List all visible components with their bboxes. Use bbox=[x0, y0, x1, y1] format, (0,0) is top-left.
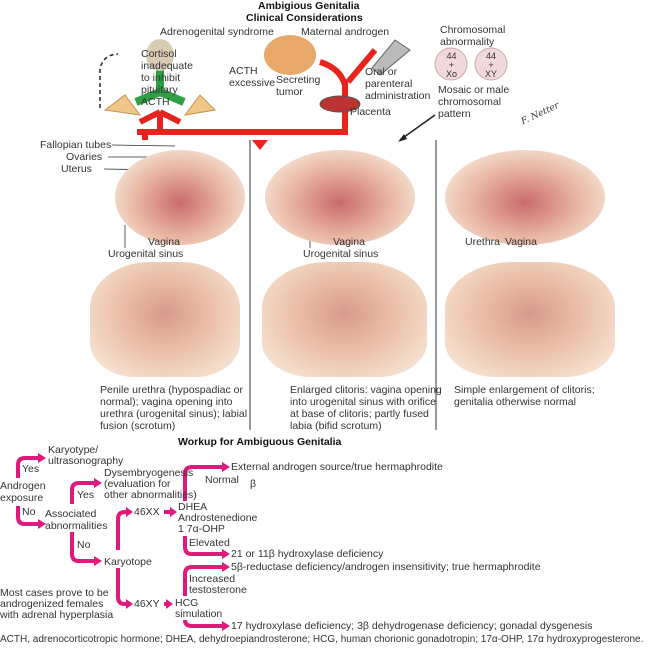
urogenital-sinus-label-2: Urogenital sinus bbox=[303, 248, 379, 260]
karyotype-xy: 44 + XY bbox=[485, 51, 498, 79]
hydroxylase-17-result: 17 hydroxylase deficiency; 3β dehydrogen… bbox=[231, 620, 593, 632]
elevated-label: Elevated bbox=[189, 537, 230, 549]
caption-2: Enlarged clitoris: vagina opening into u… bbox=[290, 384, 442, 432]
dhea-tests: DHEA Androstenedione 1 7α-OHP bbox=[178, 501, 258, 535]
title-line2: Clinical Considerations bbox=[246, 12, 363, 24]
mosaic-label: Mosaic or male chromosomal pattern bbox=[438, 84, 510, 120]
normal-label: Normal bbox=[205, 474, 239, 486]
genitalia-illustration-2 bbox=[262, 262, 427, 377]
ovaries-label: Ovaries bbox=[66, 151, 103, 163]
46xx: 46XX bbox=[134, 506, 160, 518]
androgen-exposure: Androgen exposure bbox=[0, 480, 46, 504]
adrenogenital-label: Adrenogenital syndrome bbox=[160, 26, 274, 38]
anatomy-illustration-2 bbox=[265, 150, 415, 245]
hcg-stimulation: HCG simulation bbox=[175, 597, 223, 620]
abbreviations-footnote: ACTH, adrenocorticotropic hormone; DHEA,… bbox=[0, 634, 644, 645]
increased-testosterone-label: Increased testosterone bbox=[189, 573, 247, 596]
acth-label: ACTH excessive bbox=[229, 65, 276, 89]
46xy: 46XY bbox=[134, 598, 160, 610]
cortisol-label: Cortisol inadequate to inhibit pituitary… bbox=[141, 48, 193, 108]
vagina-label-2: Vagina bbox=[333, 236, 365, 248]
genitalia-illustration-3 bbox=[445, 262, 615, 377]
yes-label-2: Yes bbox=[77, 489, 95, 501]
urogenital-sinus-label-1: Urogenital sinus bbox=[108, 248, 184, 260]
caption-1: Penile urethra (hypospadiac or normal); … bbox=[100, 384, 248, 432]
maternal-androgen-label: Maternal androgen bbox=[301, 26, 390, 38]
karyotype-xo: 44 + Xo bbox=[446, 51, 458, 79]
dysembryogenesis: Dysembryogenesis (evaluation for other a… bbox=[104, 467, 197, 501]
oral-label: Oral or parenteral administration bbox=[365, 66, 431, 102]
no-label-1: No bbox=[22, 506, 36, 518]
karyotype-ultrasonography: Karyotype/ ultrasonography bbox=[48, 444, 124, 467]
workup-title: Workup for Ambiguous Genitalia bbox=[178, 436, 342, 448]
vagina-label-3: Vagina bbox=[505, 236, 537, 248]
urethra-label: Urethra bbox=[465, 236, 501, 248]
genitalia-illustration-1 bbox=[90, 262, 240, 377]
uterus-label: Uterus bbox=[61, 163, 92, 175]
caption-3: Simple enlargement of clitoris; genitali… bbox=[454, 384, 595, 408]
most-cases-note: Most cases prove to be androgenized fema… bbox=[0, 587, 114, 621]
beta-symbol: β bbox=[250, 478, 257, 490]
reductase-result: 5β-reductase deficiency/androgen insensi… bbox=[231, 561, 541, 573]
placenta-label: Placenta bbox=[350, 106, 391, 118]
anatomy-illustration-1 bbox=[115, 150, 245, 245]
vagina-label-1: Vagina bbox=[148, 236, 180, 248]
secreting-tumor-label: Secreting tumor bbox=[276, 74, 321, 98]
karyotope: Karyotope bbox=[104, 556, 152, 568]
anatomy-illustration-3 bbox=[445, 150, 605, 245]
external-androgen-result: External androgen source/true hermaphrod… bbox=[231, 461, 443, 473]
fallopian-tubes-label: Fallopian tubes bbox=[40, 139, 112, 151]
hydroxylase-21-result: 21 or 11β hydroxylase deficiency bbox=[231, 548, 384, 560]
chromosomal-label: Chromosomal abnormality bbox=[440, 24, 506, 48]
title-line1: Ambigious Genitalia bbox=[258, 0, 360, 12]
associated-abnormalities: Associated abnormalities bbox=[45, 508, 108, 532]
yes-label-1: Yes bbox=[22, 463, 40, 475]
no-label-2: No bbox=[77, 539, 91, 551]
